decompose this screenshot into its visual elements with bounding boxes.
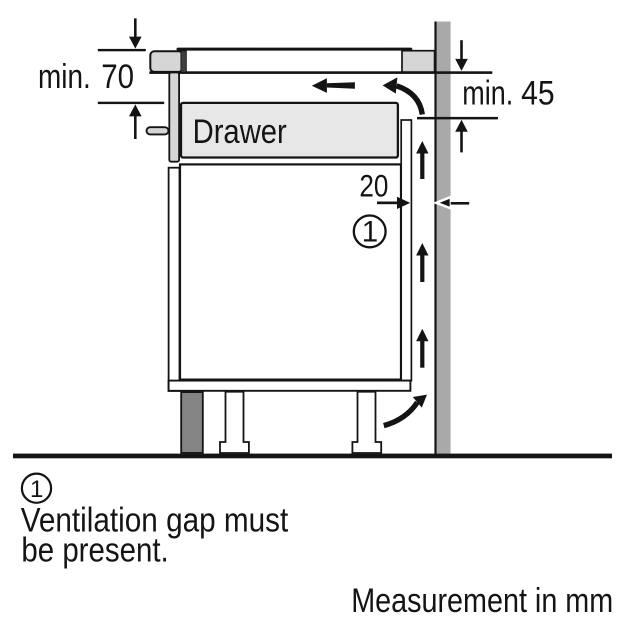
svg-text:min.: min. bbox=[462, 74, 513, 112]
svg-text:20: 20 bbox=[359, 168, 388, 204]
svg-text:be present.: be present. bbox=[21, 532, 168, 570]
svg-text:Ventilation gap must: Ventilation gap must bbox=[21, 502, 289, 540]
svg-text:1: 1 bbox=[30, 476, 43, 503]
svg-text:45: 45 bbox=[521, 74, 555, 112]
svg-text:min.: min. bbox=[38, 58, 91, 96]
svg-text:Measurement in mm: Measurement in mm bbox=[351, 582, 613, 620]
svg-text:1: 1 bbox=[362, 215, 378, 248]
svg-text:Drawer: Drawer bbox=[193, 113, 287, 151]
svg-text:70: 70 bbox=[101, 58, 134, 96]
